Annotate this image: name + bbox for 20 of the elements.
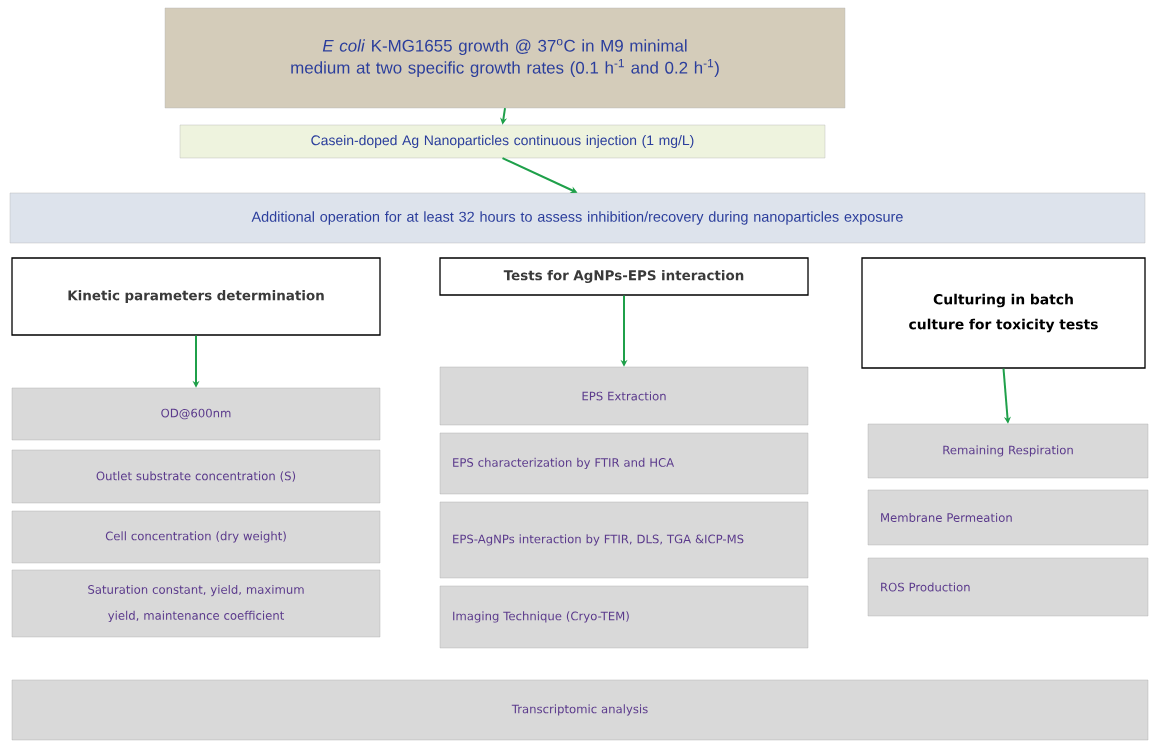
step-box: EPS-AgNPs interaction by FTIR, DLS, TGA &ICP-MS — [439, 501, 809, 579]
flow-box: Additional operation for at least 32 hours to assess inhibition/recovery during nanoparticles exposure — [9, 192, 1146, 244]
flow-box: Casein-doped Ag Nanoparticles continuous injection (1 mg/L) — [179, 124, 826, 159]
step-box: Cell concentration (dry weight) — [11, 510, 381, 564]
step-box: Outlet substrate concentration (S) — [11, 449, 381, 504]
step-box: Saturation constant, yield, maximum yield, maintenance coefficient — [11, 569, 381, 638]
step-box: EPS Extraction — [439, 366, 809, 426]
flow-box: E coli K-MG1655 growth @ 37$^{o}$C in M9 minimal medium at two specific growth rates (0.1 h$^{-1}$ and 0.2 h$^{-1}$) — [164, 7, 846, 109]
arrow — [1002, 367, 1011, 424]
step-box: ROS Production — [867, 557, 1149, 617]
step-box: Imaging Technique (Cryo-TEM) — [439, 585, 809, 649]
step-box: Remaining Respiration — [867, 423, 1149, 479]
heading-box: Tests for AgNPs-EPS interaction — [439, 257, 809, 296]
step-box: EPS characterization by FTIR and HCA — [439, 432, 809, 495]
arrow — [500, 107, 508, 125]
heading-box: Kinetic parameters determination — [11, 257, 381, 336]
step-box: Transcriptomic analysis — [11, 679, 1149, 741]
step-box: OD@600nm — [11, 387, 381, 441]
step-box: Membrane Permeation — [867, 489, 1149, 546]
heading-box: Culturing in batch culture for toxicity tests — [861, 257, 1146, 369]
